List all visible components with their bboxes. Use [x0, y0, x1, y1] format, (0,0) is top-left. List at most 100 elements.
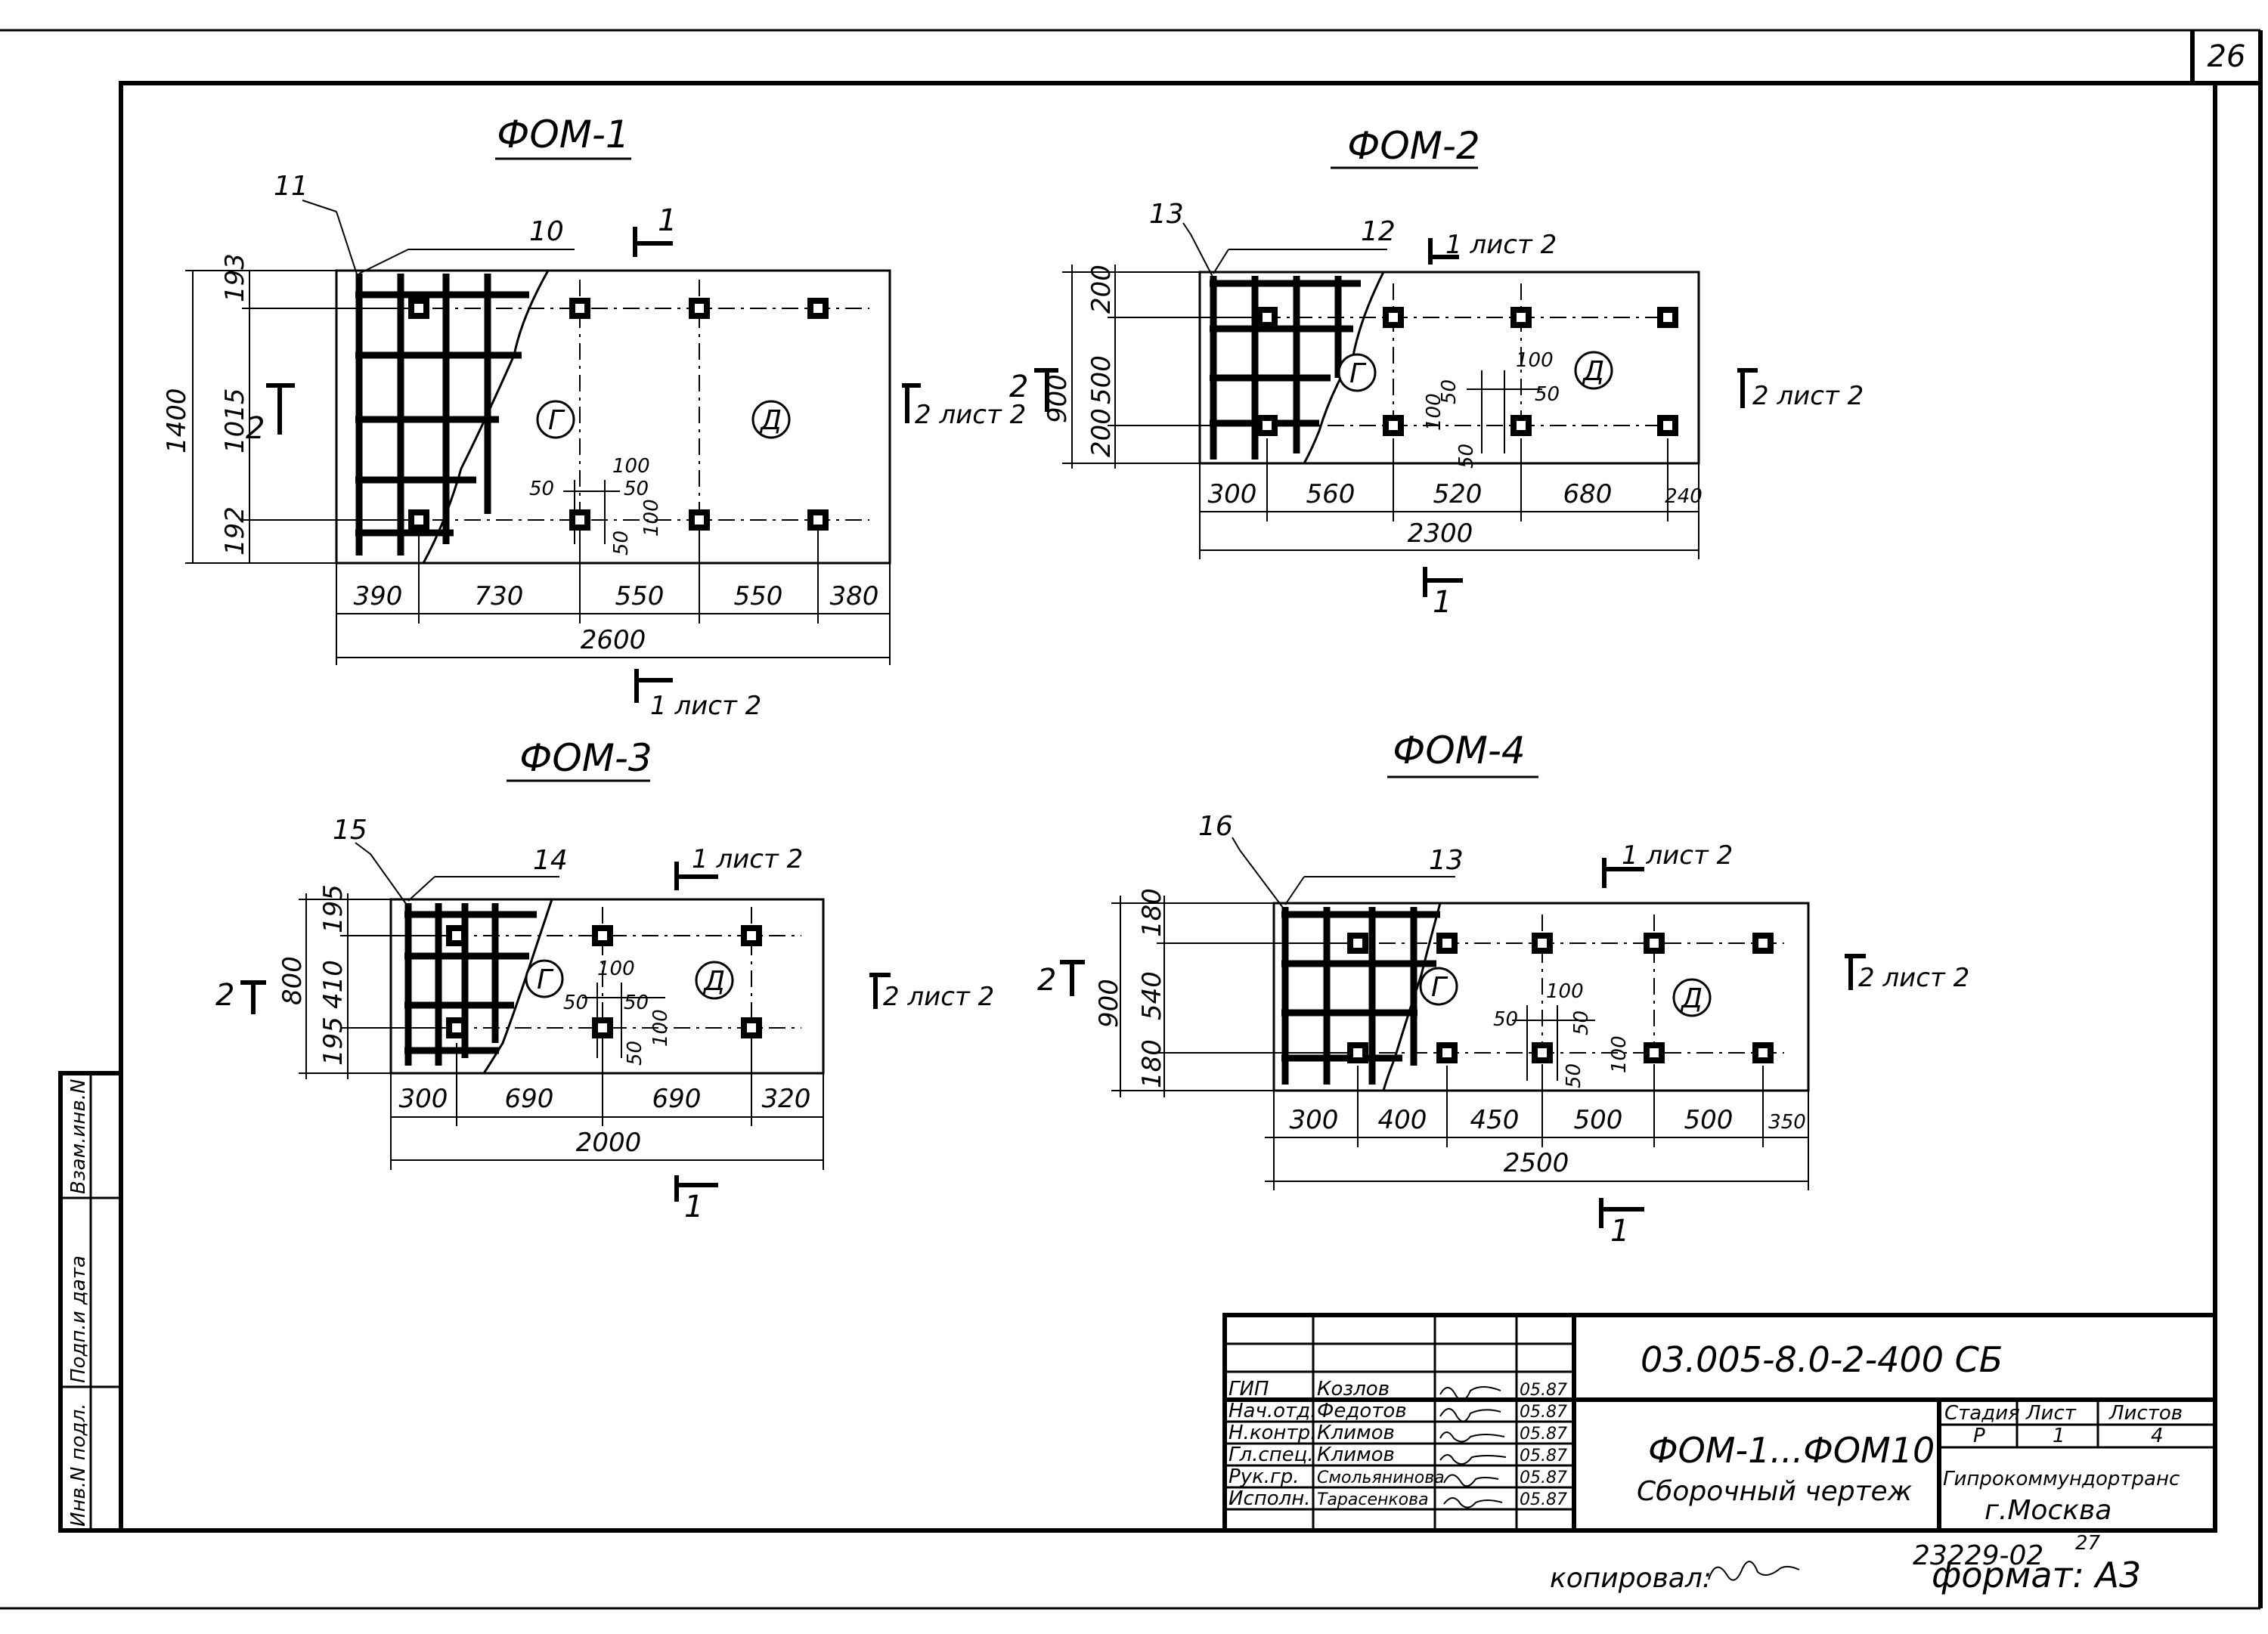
fom3-detail-dims: 100 50 50 50 100	[563, 958, 672, 1066]
svg-text:800: 800	[277, 956, 308, 1005]
svg-text:192: 192	[220, 506, 250, 555]
fom2-callout-12: 12	[1361, 216, 1396, 247]
svg-text:100: 100	[1423, 393, 1445, 431]
svg-text:2500: 2500	[1504, 1148, 1569, 1178]
svg-text:1 лист 2: 1 лист 2	[692, 844, 803, 874]
fom3-section-marks: 1 лист 2 2 2 лист 2 1	[215, 844, 994, 1224]
svg-text:Козлов: Козлов	[1317, 1378, 1390, 1400]
view-fom4: ФОМ-4 Г	[1037, 729, 1969, 1249]
copied-label: копировал:	[1550, 1563, 1712, 1594]
fom3-height-dims: 800 195 410 195	[277, 884, 446, 1079]
fom1-rebar-cage	[355, 274, 529, 555]
fom4-plates	[1347, 933, 1774, 1063]
fom3-title: ФОМ-3	[519, 736, 652, 780]
fom1-region-d	[751, 400, 791, 439]
svg-text:2: 2	[215, 978, 234, 1013]
svg-text:Нач.отд.: Нач.отд.	[1228, 1400, 1316, 1422]
footer: 23229-02 27 копировал: формат: А3	[1550, 1532, 2141, 1595]
svg-text:900: 900	[1094, 979, 1124, 1028]
fom1-section-marks: 1 2 2 лист 2 1 лист 2	[246, 203, 1026, 721]
svg-text:05.87: 05.87	[1520, 1381, 1567, 1400]
fom4-title: ФОМ-4	[1393, 729, 1525, 772]
small-number: 27	[2075, 1532, 2101, 1555]
svg-text:50: 50	[610, 531, 633, 555]
fom2-detail-dims: 100 50 50 100 50	[1423, 349, 1560, 469]
svg-text:50: 50	[1438, 379, 1461, 404]
fom2-length-dims: 300 560 520 680 240 2300	[1199, 438, 1703, 559]
view-fom2: ФОМ-2 Г Д	[1009, 124, 1864, 620]
svg-text:690: 690	[652, 1084, 702, 1114]
svg-text:380: 380	[830, 581, 879, 611]
svg-text:Тарасенкова: Тарасенкова	[1317, 1490, 1429, 1509]
signature-scribble	[1443, 1497, 1503, 1509]
svg-text:730: 730	[475, 581, 524, 611]
svg-text:100: 100	[612, 455, 650, 478]
svg-text:50: 50	[1563, 1063, 1585, 1088]
svg-text:50: 50	[1535, 383, 1560, 406]
svg-text:193: 193	[220, 253, 250, 302]
fom3-plates	[446, 925, 762, 1038]
svg-text:50: 50	[563, 992, 588, 1014]
fom3-region-d	[695, 961, 734, 1000]
signature-scribble	[1439, 1431, 1505, 1443]
svg-text:560: 560	[1306, 479, 1356, 509]
signature-scribble	[1439, 1386, 1501, 1401]
fom1-callout-10: 10	[529, 216, 564, 247]
svg-text:Лист: Лист	[2025, 1402, 2077, 1425]
svg-text:Д: Д	[702, 966, 725, 997]
stamp-inv-label: Инв.N подл.	[67, 1403, 90, 1527]
svg-text:100: 100	[649, 1009, 672, 1047]
svg-text:1 лист 2: 1 лист 2	[1445, 230, 1557, 260]
svg-text:520: 520	[1433, 479, 1483, 509]
svg-text:500: 500	[1086, 355, 1117, 404]
fom2-callout-13: 13	[1149, 199, 1184, 230]
svg-text:550: 550	[734, 581, 783, 611]
format-label: формат: А3	[1932, 1555, 2141, 1595]
side-stamp: Инв.N подл. Подп.и дата Взам.инв.N	[58, 1071, 123, 1533]
fom2-height-dims: 900 200 500 200	[1043, 265, 1255, 469]
fom1-length-dims: 390 730 550 550 380 2600	[336, 529, 891, 665]
svg-text:300: 300	[1290, 1105, 1339, 1135]
svg-text:2000: 2000	[576, 1128, 642, 1158]
fom2-section-marks: 1 лист 2 2 2 лист 2 1	[1009, 230, 1864, 620]
view-fom3: ФОМ-3 Г Д 15	[215, 736, 994, 1224]
signature-scribble	[1439, 1454, 1507, 1465]
svg-text:50: 50	[1493, 1008, 1518, 1031]
svg-text:2: 2	[1009, 370, 1028, 404]
signature-rows: ГИП Козлов 05.87 Нач.отд. Федотов 05.87 …	[1228, 1378, 1567, 1510]
svg-text:Климов: Климов	[1317, 1444, 1395, 1466]
drawing-subtitle: Сборочный чертеж	[1637, 1476, 1913, 1507]
svg-text:500: 500	[1684, 1105, 1734, 1135]
svg-text:2: 2	[246, 411, 265, 446]
organization: Гипрокоммундортранс	[1943, 1468, 2180, 1490]
fom4-height-dims: 900 180 540 180	[1094, 888, 1347, 1097]
svg-text:100: 100	[1608, 1035, 1631, 1073]
svg-text:Г: Г	[537, 964, 554, 995]
svg-text:50: 50	[624, 478, 649, 500]
svg-text:2600: 2600	[581, 625, 646, 655]
svg-text:1: 1	[1610, 1214, 1629, 1249]
fom3-length-dims: 300 690 690 320 2000	[390, 1043, 824, 1170]
svg-text:ГИП: ГИП	[1228, 1378, 1269, 1400]
svg-text:Исполн.: Исполн.	[1228, 1487, 1311, 1510]
svg-text:4: 4	[2151, 1425, 2164, 1447]
svg-text:2: 2	[1037, 963, 1056, 998]
svg-text:100: 100	[1516, 349, 1554, 372]
svg-text:1: 1	[1433, 585, 1452, 620]
fom1-region-g	[536, 400, 575, 439]
svg-text:2 лист 2: 2 лист 2	[883, 982, 994, 1012]
signature-scribble	[1443, 1474, 1499, 1487]
svg-text:1 лист 2: 1 лист 2	[1622, 840, 1733, 871]
fom4-region-g	[1419, 967, 1458, 1006]
svg-text:05.87: 05.87	[1520, 1425, 1567, 1444]
svg-text:05.87: 05.87	[1520, 1490, 1567, 1509]
fom1-height-dims: 1400 193 1015 192	[162, 253, 401, 564]
svg-text:100: 100	[640, 499, 663, 537]
svg-text:1 лист 2: 1 лист 2	[650, 691, 761, 721]
svg-text:320: 320	[762, 1084, 811, 1114]
svg-text:1: 1	[2053, 1425, 2065, 1447]
svg-text:180: 180	[1137, 1039, 1167, 1088]
drawing-name: ФОМ-1...ФОМ10	[1648, 1430, 1935, 1471]
svg-text:Д: Д	[759, 405, 782, 436]
fom2-region-d	[1574, 351, 1613, 390]
